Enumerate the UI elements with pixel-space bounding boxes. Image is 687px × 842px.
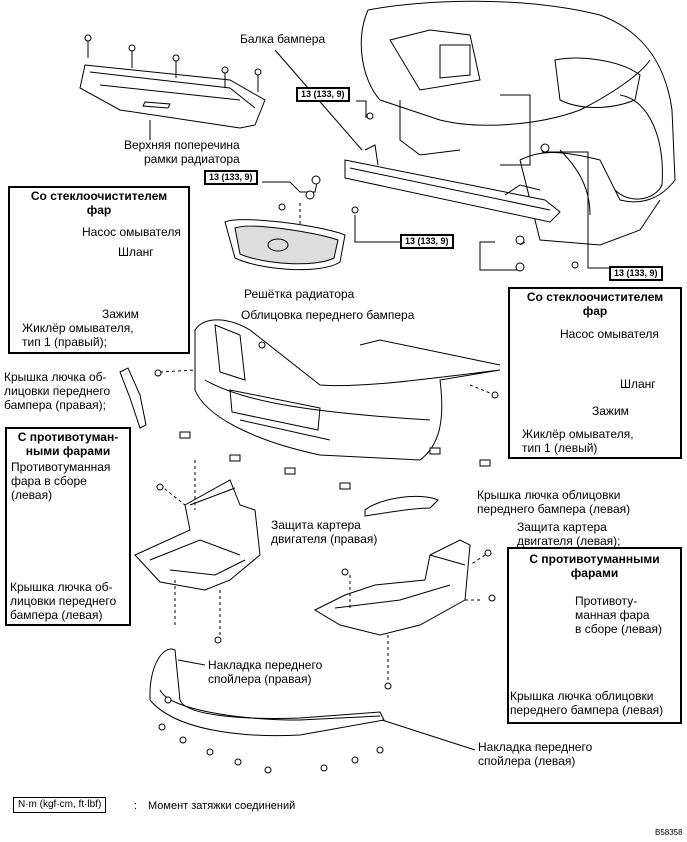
label-cover-lid-right: Крышка лючка об- лицовки переднего бампе… (4, 370, 111, 412)
cover-lid-right (119, 367, 147, 429)
label-bumper-beam: Балка бампера (240, 32, 326, 46)
legend-colon: : (134, 800, 138, 812)
inset-washer-left-nozzle: Жиклёр омывателя, тип 1 (левый) (522, 427, 634, 455)
legend-description: Момент затяжки соединений (148, 800, 296, 812)
cover-lid-left-mid (364, 495, 439, 517)
inset-washer-left-pump: Насос омывателя (560, 327, 659, 341)
leader-spoiler-left (381, 719, 476, 751)
label-engine-guard-right: Защита картера двигателя (правая) (271, 518, 378, 546)
car-front-body (360, 0, 676, 246)
inset-washer-left-hose: Шланг (620, 377, 656, 391)
legend-unit-box: N·m (kgf·cm, ft·lbf) (13, 797, 107, 813)
label-radiator-grille: Решётка радиатора (244, 287, 355, 301)
torque-box-1: 13 (133, 9) (296, 87, 350, 102)
inset-washer-right-title: Со стеклоочистителем фар (30, 189, 168, 217)
inset-fog-left-b-lamp: Противоту- манная фара в сборе (левая) (575, 594, 663, 636)
image-code: B58358 (655, 828, 683, 837)
label-upper-crossmember: Верхняя поперечина рамки радиатора (124, 138, 240, 166)
leader-spoiler-right (177, 659, 206, 666)
inset-fog-left-b-cover: Крышка лючка облицовки переднего бампера… (510, 689, 664, 717)
clips (154, 112, 579, 774)
inset-fog-left-a: С противотуман- ными фарами Противотуман… (5, 427, 131, 626)
inset-fog-left-b-title: С противотуманными фарами (529, 552, 660, 580)
label-cover-lid-left-mid: Крышка лючка облицовки переднего бампера… (477, 488, 631, 516)
engine-guard-left (313, 539, 471, 636)
bolts-upper (84, 34, 262, 92)
inset-washer-right: Со стеклоочистителем фар Насос омывателя… (8, 186, 190, 354)
inset-washer-right-nozzle: Жиклёр омывателя, тип 1 (правый); (22, 321, 134, 349)
label-front-bumper-cover: Облицовка переднего бампера (241, 308, 415, 322)
inset-fog-left-b: С противотуманными фарами Противоту- ман… (507, 547, 682, 724)
torque-box-2: 13 (133, 9) (204, 170, 258, 185)
dashed-guides (159, 203, 496, 685)
inset-washer-right-pump: Насос омывателя (82, 225, 181, 239)
label-spoiler-left: Накладка переднего спойлера (левая) (478, 740, 593, 768)
label-spoiler-right: Накладка переднего спойлера (правая) (208, 658, 323, 686)
engine-guard-right (134, 479, 261, 591)
inset-washer-right-hose: Шланг (118, 245, 154, 259)
upper-radiator-support (79, 64, 266, 140)
inset-washer-left: Со стеклоочистителем фар Насос омывателя… (508, 287, 682, 459)
inset-fog-left-a-title: С противотуман- ными фарами (17, 430, 119, 458)
torque-box-4: 13 (133, 9) (609, 266, 663, 281)
inset-washer-left-title: Со стеклоочистителем фар (526, 290, 664, 318)
inset-fog-left-a-lamp: Противотуманная фара в сборе (левая) (11, 460, 111, 502)
radiator-grille (224, 219, 346, 271)
label-engine-guard-left: Защита картера двигателя (левая); (517, 520, 621, 548)
front-bumper-cover (194, 319, 501, 461)
torque-box-3: 13 (133, 9) (400, 234, 454, 249)
inset-washer-right-clip: Зажим (102, 307, 139, 321)
inset-washer-left-clip: Зажим (592, 404, 629, 418)
bumper-beam (344, 144, 561, 223)
inset-fog-left-a-cover: Крышка лючка об- лицовки переднего бампе… (10, 580, 117, 622)
